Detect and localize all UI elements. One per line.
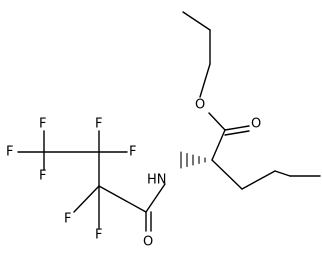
atom-f-1: F xyxy=(95,117,102,132)
bond-propyl-ch3 xyxy=(182,11,211,31)
atom-f-7: F xyxy=(95,228,102,243)
atom-o-amide: O xyxy=(143,235,153,250)
bond-c-f-1 xyxy=(73,185,100,213)
bond-carbonyl-alpha xyxy=(211,129,226,161)
atom-o-ester-carbonyl: O xyxy=(251,117,261,132)
atom-f-5: F xyxy=(39,169,46,184)
atom-f-4: F xyxy=(6,145,13,160)
bond-ester-o-c xyxy=(208,112,226,131)
atom-f-3: F xyxy=(39,117,46,132)
atom-f-2: F xyxy=(129,145,136,160)
bond-butyl-3 xyxy=(274,170,291,177)
bond-ester-c-double-o-2 xyxy=(224,130,250,136)
atom-hn: HN xyxy=(147,173,167,188)
bond-lines xyxy=(17,11,321,232)
bond-ester-c-double-o-1 xyxy=(224,125,250,131)
bond-alpha-butyl-1 xyxy=(211,159,243,190)
hashed-wedge-bond xyxy=(180,151,206,169)
bond-butyl-2 xyxy=(241,170,276,190)
atom-f-6: F xyxy=(64,212,71,227)
atom-o-ester: O xyxy=(195,98,205,113)
bond-amide-c-cf2 xyxy=(98,185,147,213)
bond-propyl-och2 xyxy=(199,63,211,98)
bond-n-amide-c xyxy=(145,183,166,213)
